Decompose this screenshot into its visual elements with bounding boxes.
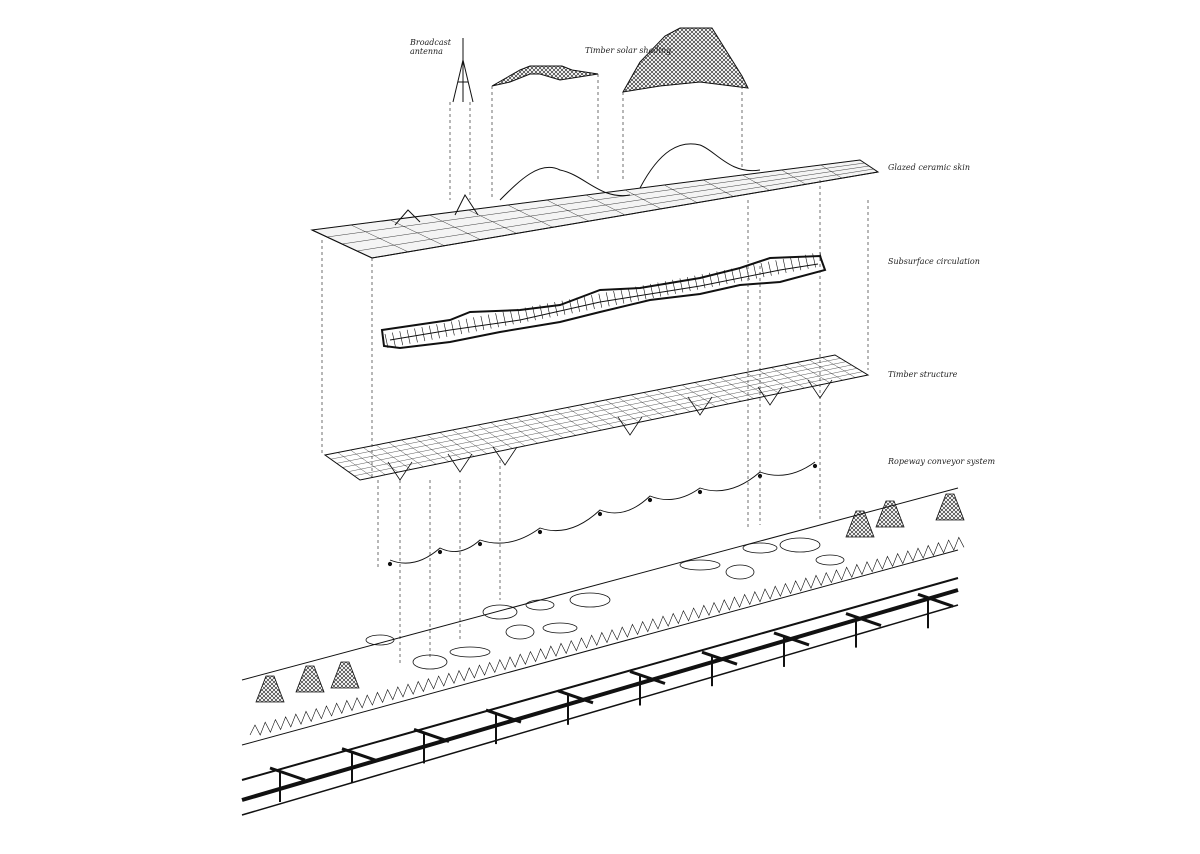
ground-details	[249, 493, 965, 802]
glazed-ceramic-skin-label: Glazed ceramic skin	[888, 163, 970, 172]
glazed-ceramic-skin-layer	[310, 143, 880, 259]
skin-mesh	[311, 159, 879, 259]
ropeway-conveyor-system	[387, 461, 818, 567]
timber-grid	[324, 354, 869, 481]
timber-solar-shading-label: Timber solar shading	[585, 46, 672, 55]
circulation-mesh	[384, 251, 824, 349]
timber-structure-layer	[323, 354, 870, 481]
broadcast-antenna-label-line2: antenna	[410, 47, 443, 56]
broadcast-antenna-label: Broadcast	[410, 38, 451, 47]
ground-plane	[241, 487, 959, 816]
timber-structure-label: Timber structure	[888, 370, 958, 379]
subsurface-circulation-label: Subsurface circulation	[888, 257, 980, 266]
timber-solar-shading	[491, 27, 749, 93]
projection-lines	[321, 74, 869, 665]
broadcast-antenna	[452, 38, 474, 103]
ropeway-conveyor-system-label: Ropeway conveyor system	[888, 457, 996, 466]
subsurface-circulation-layer	[380, 254, 827, 350]
